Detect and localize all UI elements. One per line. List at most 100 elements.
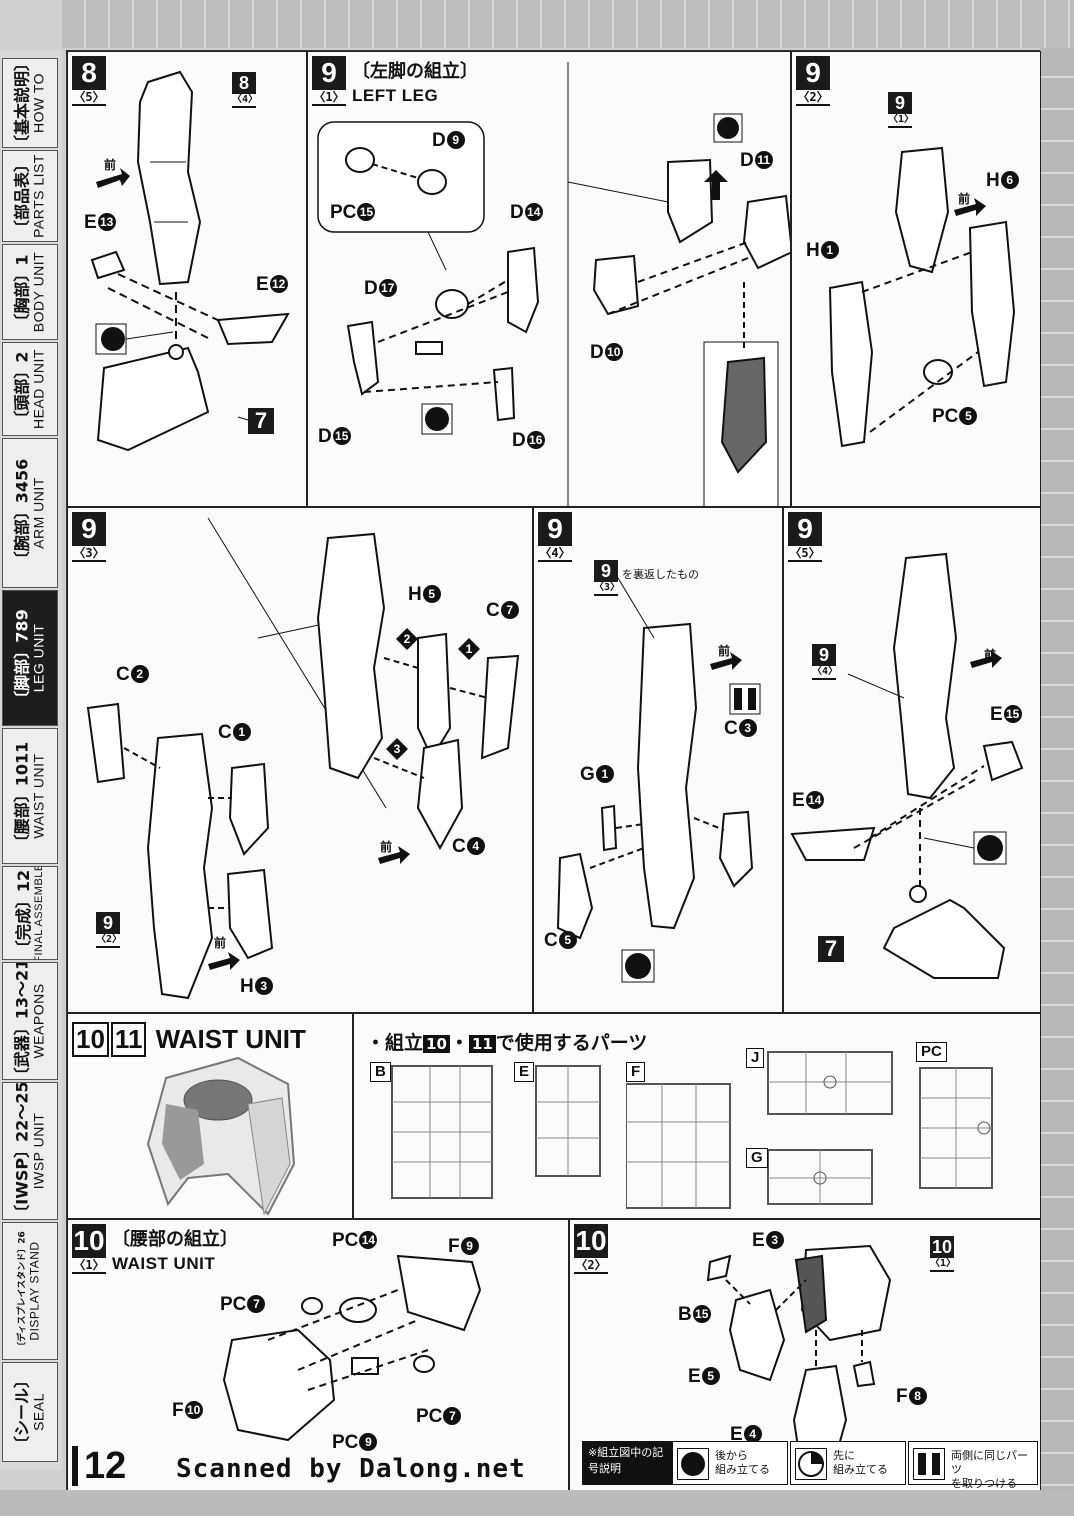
tab-en: WAIST UNIT [30, 753, 47, 839]
step-sub: 〈5〉 [788, 546, 822, 562]
ref-sub: 〈1〉 [930, 1258, 956, 1272]
step-sub: 〈1〉 [72, 1258, 106, 1274]
part-number: 15 [1003, 705, 1022, 723]
part-number: 15 [357, 203, 376, 221]
step-sub: 〈5〉 [72, 90, 106, 106]
tab-en: DISPLAY STAND [27, 1241, 42, 1341]
runner-tag: G [746, 1148, 768, 1168]
leg-rear-diagram [556, 577, 761, 983]
sequence-marker-3: 3 [386, 738, 408, 760]
step-box-11: 11 [110, 1022, 147, 1057]
part-number: 3 [765, 1231, 784, 1249]
step-reference: 9〈3〉 [594, 560, 620, 596]
tab-en: BODY UNIT [30, 251, 47, 333]
part-number: 1 [232, 723, 251, 741]
part-letter: E [84, 212, 97, 233]
tab-seal[interactable]: 〔シール〕SEAL [2, 1362, 58, 1462]
part-letter: D [510, 202, 524, 223]
part-letter: C [452, 836, 466, 857]
step-reference: 9〈2〉 [96, 912, 122, 948]
step-sub: 〈2〉 [574, 1258, 608, 1274]
seq-number: 3 [393, 742, 401, 756]
tab-how-to[interactable]: 〔基本説明〕HOW TO [2, 58, 58, 148]
part-number: 8 [908, 1387, 927, 1405]
legend-text: 両側に同じパーツを取りつける [951, 1449, 1037, 1491]
tab-jp: 〔武器〕13〜21 [12, 962, 32, 1080]
part-letter: PC [330, 202, 357, 223]
step-num: 9 [796, 56, 830, 90]
seq-number: 1 [465, 642, 473, 656]
step-box-10: 10 [72, 1022, 109, 1057]
symbol-legend-title: ※組立図中の記号説明 [582, 1441, 672, 1485]
tab-en: IWSP UNIT [30, 1112, 47, 1190]
step-number: 8〈5〉 [72, 56, 106, 106]
legend-attach-both-sides: 両側に同じパーツを取りつける [908, 1441, 1038, 1490]
step-number: 9〈1〉 [312, 56, 346, 106]
legend-assemble-later: 後から組み立てる [672, 1441, 788, 1485]
part-number: 9 [460, 1237, 479, 1255]
parts-step-10: 10 [423, 1035, 450, 1053]
step-sub: 〈3〉 [72, 546, 106, 562]
tab-jp: 〔完成〕12 [14, 869, 34, 957]
part-letter: F [172, 1400, 184, 1421]
ref-sub: 〈2〉 [96, 934, 122, 948]
step-num: 8 [72, 56, 106, 90]
runner-j-drawing [767, 1051, 893, 1115]
step-num: 9 [72, 512, 106, 546]
step-sub: 〈2〉 [796, 90, 830, 106]
runner-b-drawing [391, 1065, 493, 1199]
tab-jp: 〔基本説明〕 [12, 58, 32, 148]
front-label: 前 [104, 158, 117, 172]
part-letter: D [318, 426, 332, 447]
step-number: 10〈2〉 [574, 1224, 608, 1274]
legend-line-2: 組み立てる [715, 1463, 770, 1476]
parts-head-post: で使用するパーツ [495, 1032, 648, 1054]
top-background [62, 0, 1074, 48]
foot-attach-diagram [790, 552, 1024, 979]
part-number: 4 [743, 1425, 762, 1443]
part-number: 12 [269, 275, 288, 293]
part-letter: PC [332, 1230, 359, 1251]
part-letter: H [806, 240, 820, 261]
front-label: 前 [718, 644, 731, 658]
part-letter: PC [416, 1406, 443, 1427]
part-number: 6 [1000, 171, 1019, 189]
part-letter: C [116, 664, 130, 685]
part-letter: H [240, 976, 254, 997]
part-number: 14 [805, 791, 824, 809]
step-sub: 〈1〉 [312, 90, 346, 106]
leg-diagram [90, 70, 290, 452]
part-number: 1 [595, 765, 614, 783]
seq-number: 2 [403, 632, 411, 646]
part-number: 10 [184, 1401, 203, 1419]
part-number: 7 [247, 1295, 266, 1313]
tab-parts-list[interactable]: 〔部品表〕PARTS LIST [2, 150, 58, 242]
part-letter: D [364, 278, 378, 299]
sequence-marker-2: 2 [396, 628, 418, 650]
part-letter: PC [932, 406, 959, 427]
part-number: 5 [558, 931, 577, 949]
runner-e: E [514, 1062, 604, 1182]
